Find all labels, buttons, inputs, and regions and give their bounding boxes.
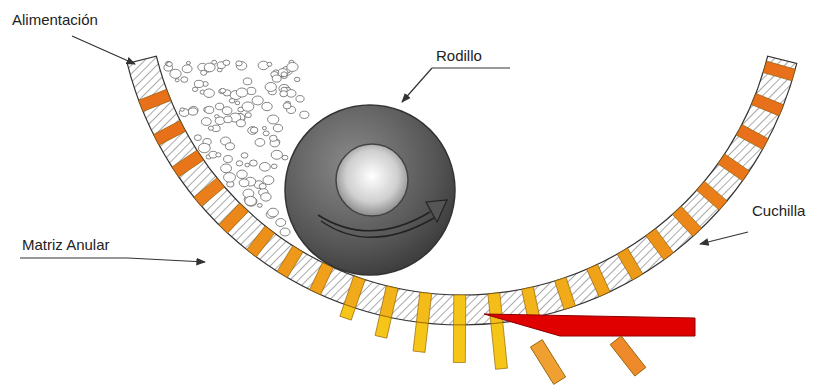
part-label: Alimentación [12,12,98,29]
part-label: Rodillo [436,48,482,65]
part-label: Cuchilla [752,203,805,220]
part-label: Matriz Anular [22,237,110,254]
roller [285,105,455,275]
leader-lines [20,36,748,262]
pellets [340,304,508,369]
ring-die [127,56,797,325]
knife [484,314,695,336]
cut-pellets [530,336,645,384]
